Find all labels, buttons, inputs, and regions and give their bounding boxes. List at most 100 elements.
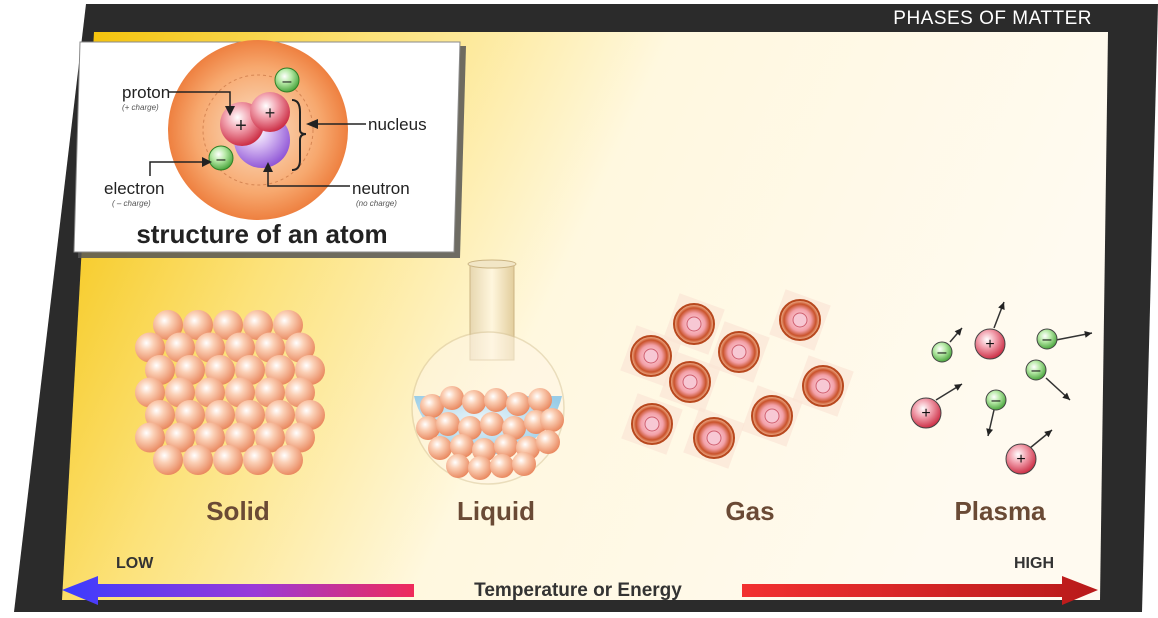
plasma-motion-arrowhead — [1044, 430, 1052, 438]
solid-particle — [243, 310, 273, 340]
gas-particle-core — [682, 374, 698, 390]
solid-particle — [265, 400, 295, 430]
plasma-electron — [985, 389, 1007, 411]
atom-inset-title: structure of an atom — [136, 219, 387, 249]
atom-orbit-ring — [202, 74, 314, 186]
liquid-particle — [458, 416, 482, 440]
solid-particle — [153, 445, 183, 475]
gas-particles — [620, 289, 854, 469]
neutron-label: neutron — [352, 179, 410, 198]
plasma-electron — [931, 341, 953, 363]
phase-label-plasma: Plasma — [954, 496, 1046, 526]
liquid-particle — [502, 416, 526, 440]
energy-low-label: LOW — [116, 555, 154, 572]
solid-particle — [135, 422, 165, 453]
plasma-motion-arrowhead — [1062, 392, 1070, 400]
liquid-particle — [506, 392, 530, 416]
liquid-particle — [416, 416, 440, 440]
solid-particle — [243, 445, 273, 475]
phase-label-liquid: Liquid — [457, 496, 535, 526]
solid-particle — [135, 332, 165, 363]
plasma-ion-sign: + — [985, 336, 994, 353]
liquid-particle — [446, 454, 470, 478]
proton-pointer-head — [225, 106, 235, 116]
nucleus-label: nucleus — [368, 115, 427, 134]
solid-particle — [285, 422, 315, 453]
electron-note: ( – charge) — [112, 199, 151, 208]
liquid-particle — [472, 438, 496, 462]
proton-plus-sign-2: + — [265, 103, 276, 123]
plasma-motion-arrowhead — [998, 302, 1005, 310]
phase-label-solid: Solid — [206, 496, 270, 526]
solid-particle — [195, 332, 225, 363]
plasma-electron-sign: – — [992, 392, 1001, 409]
plasma-ion — [974, 328, 1006, 360]
solid-particle — [165, 332, 195, 363]
solid-particle — [175, 355, 205, 385]
plasma-motion-arrowhead — [954, 328, 962, 336]
gas-particle-core — [792, 312, 808, 328]
liquid-particle — [540, 408, 564, 432]
solid-particle — [195, 422, 225, 453]
solid-particle — [273, 310, 303, 340]
solid-particle — [265, 355, 295, 385]
solid-particle — [225, 422, 255, 453]
electron-minus-sign: – — [283, 73, 292, 90]
gas-particle-core — [643, 348, 659, 364]
plasma-electron-sign: – — [1032, 362, 1041, 379]
liquid-particle — [480, 412, 504, 436]
solid-particle — [205, 400, 235, 430]
solid-particle — [285, 332, 315, 363]
liquid-flask — [411, 259, 565, 485]
solid-particle — [145, 400, 175, 430]
gas-particle-core — [815, 378, 831, 394]
gas-particle-core — [644, 416, 660, 432]
solid-particle — [175, 400, 205, 430]
liquid-particle — [436, 412, 460, 436]
plasma-electron — [1036, 328, 1058, 350]
proton-particle-right — [250, 92, 290, 132]
plasma-particles: ––––+++ — [910, 301, 1093, 475]
plasma-electron-sign: – — [1043, 331, 1052, 348]
plasma-electron-sign: – — [938, 344, 947, 361]
plasma-motion-arrowhead — [1084, 330, 1092, 338]
solid-lattice — [135, 310, 325, 475]
solid-particle — [255, 332, 285, 363]
liquid-particle — [494, 434, 518, 458]
header-title: PHASES OF MATTER — [893, 8, 1092, 29]
plasma-electron — [1025, 359, 1047, 381]
solid-particle — [135, 377, 165, 408]
liquid-particle — [490, 454, 514, 478]
solid-particle — [165, 422, 195, 453]
solid-particle — [183, 445, 213, 475]
liquid-particle — [536, 430, 560, 454]
solid-particle — [235, 400, 265, 430]
neutron-pointer — [267, 170, 350, 187]
liquid-particle — [420, 394, 444, 418]
solid-particle — [235, 355, 265, 385]
gas-particle-core — [686, 316, 702, 332]
liquid-particle — [450, 434, 474, 458]
solid-particle — [255, 422, 285, 453]
solid-particle — [153, 310, 183, 340]
proton-pointer — [168, 91, 231, 108]
plasma-ion-sign: + — [1016, 451, 1025, 468]
gas-particle-core — [764, 408, 780, 424]
gas-particle-core — [706, 430, 722, 446]
plasma-motion-arrowhead — [986, 428, 994, 436]
neutron-pointer-head — [263, 162, 273, 172]
solid-particle — [273, 445, 303, 475]
plasma-ion — [910, 397, 942, 429]
solid-particle — [213, 445, 243, 475]
liquid-particles — [416, 386, 564, 480]
electron-particle-left — [208, 145, 234, 171]
phase-label-gas: Gas — [725, 496, 774, 526]
solid-particle — [195, 377, 225, 408]
energy-high-label: HIGH — [1014, 555, 1054, 572]
plasma-ion — [1005, 443, 1037, 475]
solid-particle — [213, 310, 243, 340]
solid-particle — [295, 400, 325, 430]
energy-axis-label: Temperature or Energy — [474, 580, 682, 601]
gas-particle-core — [731, 344, 747, 360]
